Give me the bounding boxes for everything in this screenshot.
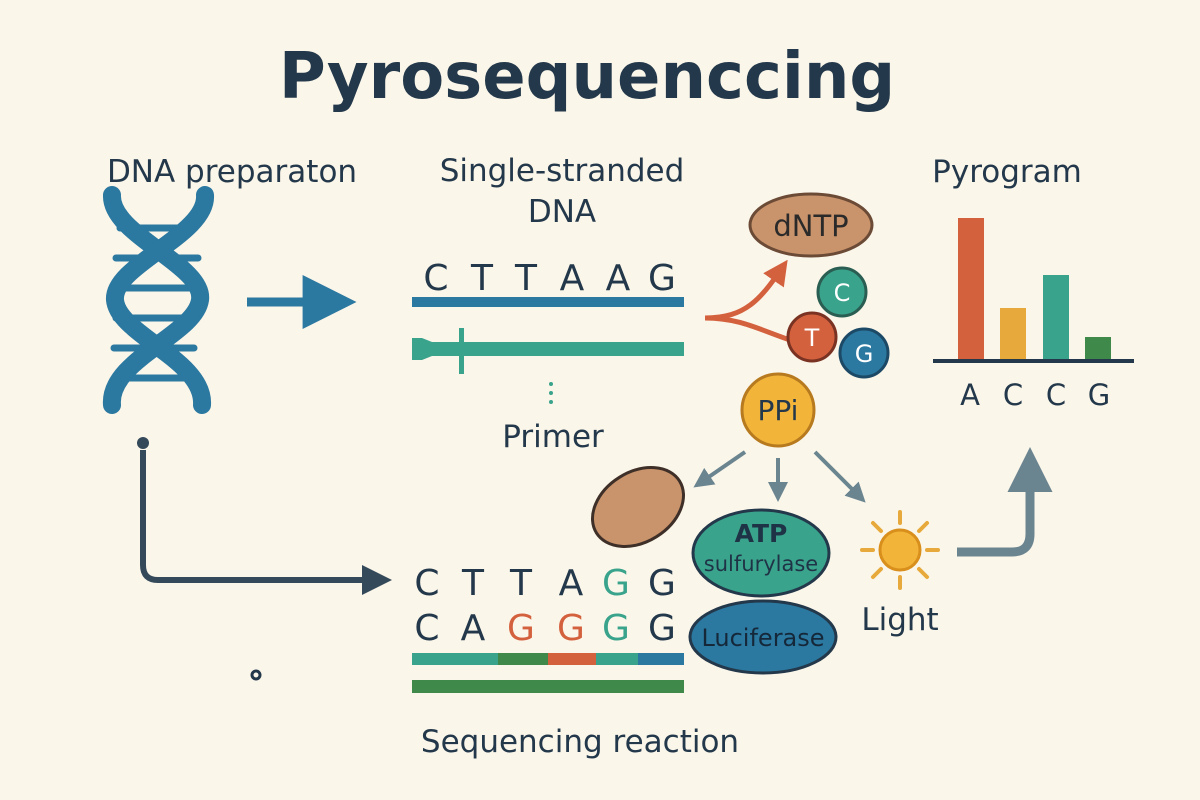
- template-sequence: C T T A A G: [423, 258, 676, 299]
- primer-strand: [412, 328, 684, 374]
- pyrogram-tick-label: G: [1088, 378, 1110, 412]
- luciferase-ellipse: [688, 599, 838, 675]
- ppi-circle: [740, 372, 816, 448]
- template-base: T: [514, 258, 538, 299]
- light-label: Light: [861, 602, 938, 638]
- atp-sulfurylase-ellipse: [691, 508, 831, 598]
- reaction-base: G: [648, 563, 676, 604]
- atp-sulfurylase-label-line2: sulfurylase: [704, 552, 818, 576]
- pyrogram-tick-label: C: [1046, 378, 1066, 412]
- reaction-base: C: [414, 563, 439, 604]
- reaction-row-1: C T T A G G: [414, 563, 676, 604]
- reaction-base: G: [507, 608, 535, 649]
- pyrogram-tick-label: A: [960, 378, 980, 412]
- dna-double-helix-icon: [103, 186, 214, 414]
- pyrogram-chart: [933, 218, 1134, 363]
- reaction-base: T: [509, 563, 533, 604]
- sequencing-reaction-label: Sequencing reaction: [421, 724, 739, 760]
- luciferase-label: Luciferase: [701, 624, 824, 652]
- light-to-pyrogram-arrow: [957, 447, 1053, 557]
- template-base: T: [470, 258, 494, 299]
- sun-icon: [860, 510, 940, 590]
- reaction-strand-bar: [412, 680, 684, 693]
- template-strand-bar: [412, 297, 684, 307]
- dna-preparation-label: DNA preparaton: [107, 154, 357, 190]
- extended-strand-bar: [412, 653, 684, 665]
- reaction-base: A: [461, 608, 486, 649]
- pyrogram-tick-label: C: [1003, 378, 1023, 412]
- pyrogram-bar-a: [958, 218, 984, 360]
- reaction-base: G: [557, 608, 585, 649]
- prep-to-reaction-arrow: [140, 450, 392, 595]
- ssdna-label-line1: Single-stranded: [440, 153, 685, 189]
- stray-dot: [250, 669, 262, 681]
- nucleotide-c-circle: [816, 266, 868, 318]
- reaction-base: A: [559, 563, 584, 604]
- reaction-base: G: [602, 563, 630, 604]
- reaction-row-2: C A G G G G: [414, 608, 676, 649]
- nucleotide-c-label: C: [834, 279, 851, 307]
- template-base: C: [423, 258, 448, 299]
- ppi-arrow-right: [813, 450, 866, 503]
- nucleotide-t-circle: [786, 311, 838, 363]
- atp-sulfurylase-label-line1: ATP: [735, 519, 788, 548]
- template-base: A: [606, 258, 631, 299]
- nucleotide-t-label: T: [804, 324, 820, 352]
- diagram-title: Pyrosequenccing: [279, 40, 895, 114]
- template-base: G: [648, 258, 676, 299]
- flow-start-dot: [137, 437, 149, 449]
- ppi-arrow-left: [693, 450, 747, 488]
- reaction-base: G: [648, 608, 676, 649]
- pyrogram-bar-c1: [1000, 308, 1026, 360]
- dntp-branch-lower: [704, 315, 791, 343]
- enzyme-blob: [590, 466, 686, 548]
- ssdna-label-line2: DNA: [528, 194, 596, 230]
- ppi-label: PPi: [758, 394, 799, 427]
- pyrogram-label: Pyrogram: [932, 154, 1082, 190]
- template-base: A: [560, 258, 585, 299]
- dntp-label: dNTP: [773, 209, 848, 243]
- nucleotide-g-label: G: [855, 340, 874, 368]
- reaction-base: C: [414, 608, 439, 649]
- reaction-base: T: [461, 563, 485, 604]
- primer-label: Primer: [502, 419, 604, 455]
- pyrogram-bar-g: [1085, 337, 1111, 360]
- primer-dots: [549, 382, 553, 404]
- dntp-ellipse: [748, 192, 874, 258]
- pyrogram-bar-c2: [1043, 275, 1069, 360]
- reaction-base: G: [602, 608, 630, 649]
- nucleotide-g-circle: [838, 327, 890, 379]
- dntp-branch-arrow: [704, 259, 788, 321]
